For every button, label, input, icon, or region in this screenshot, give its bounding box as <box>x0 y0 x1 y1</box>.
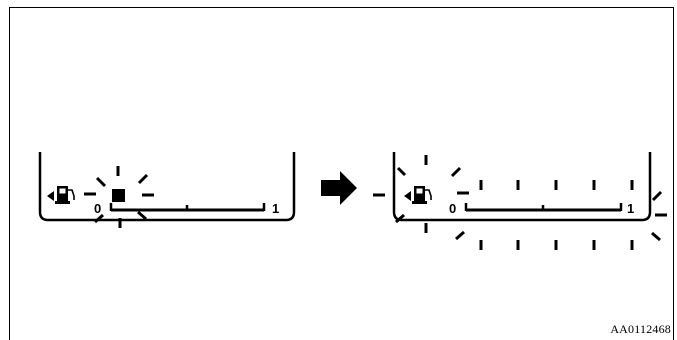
fuel-scale <box>109 203 266 212</box>
scale-max-label: 1 <box>627 201 634 216</box>
figure-frame <box>9 7 674 340</box>
right-display: 0 1 <box>373 152 667 250</box>
figure-code: AA0112468 <box>610 322 671 336</box>
transition-arrow <box>321 171 357 205</box>
left-display: 0 1 <box>38 152 296 228</box>
scale-max-label: 1 <box>272 201 279 216</box>
flash-rays <box>84 166 154 228</box>
scale-min-label: 0 <box>449 201 456 216</box>
left-display-bezel <box>38 152 296 222</box>
right-display-bezel <box>392 152 652 222</box>
flash-rays <box>373 155 667 250</box>
fuel-pump-icon <box>404 186 432 204</box>
fuel-segment-indicator <box>112 189 125 202</box>
fuel-pump-icon <box>47 186 75 204</box>
fuel-scale <box>464 203 623 212</box>
scale-min-label: 0 <box>94 201 101 216</box>
